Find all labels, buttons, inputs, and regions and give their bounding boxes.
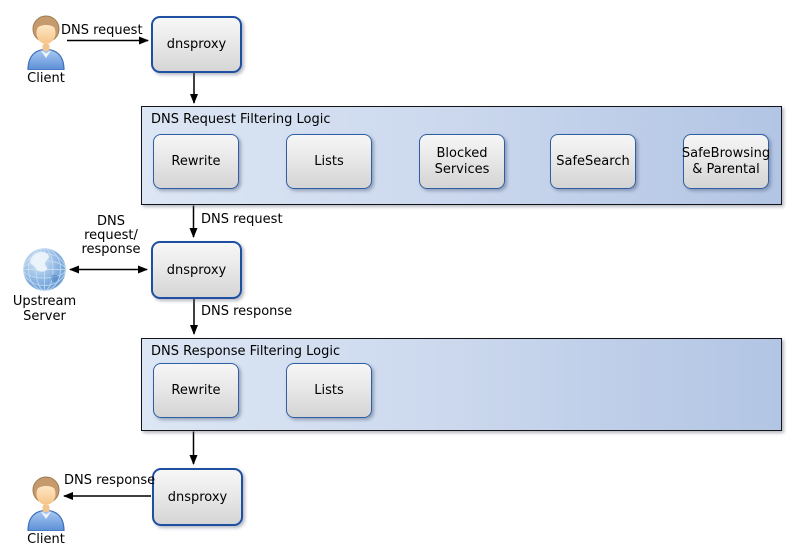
edge-label-dns-request-response: DNS request/ response — [81, 214, 141, 257]
person-icon — [27, 476, 65, 532]
dns-request-filtering-title: DNS Request Filtering Logic — [151, 112, 331, 127]
filter-box-label: SafeBrowsing & Parental — [681, 145, 771, 177]
filter-box-rewrite-response: Rewrite — [153, 363, 239, 418]
filter-box-label: Rewrite — [171, 153, 221, 169]
filter-box-blocked-services: Blocked Services — [419, 134, 505, 189]
dns-response-filtering-title: DNS Response Filtering Logic — [151, 344, 341, 359]
dnsproxy-top-box: dnsproxy — [151, 16, 242, 73]
dnsproxy-top-label: dnsproxy — [166, 37, 227, 52]
filter-box-label: Blocked Services — [434, 145, 490, 177]
filter-box-safebrowsing-parental: SafeBrowsing & Parental — [681, 134, 771, 189]
filter-box-safesearch: SafeSearch — [550, 134, 636, 189]
dnsproxy-bottom-label: dnsproxy — [167, 489, 228, 505]
dns-response-filtering-container: DNS Response Filtering Logic Rewrite Lis… — [141, 338, 782, 431]
client-bottom-node — [24, 474, 68, 532]
edge-label-dns-response-mid: DNS response — [201, 304, 293, 319]
filter-box-lists-response: Lists — [286, 363, 372, 418]
filter-box-rewrite-request: Rewrite — [153, 134, 239, 189]
dnsproxy-mid-box: dnsproxy — [151, 241, 242, 299]
dns-request-filtering-container: DNS Request Filtering Logic Rewrite List… — [141, 106, 782, 205]
globe-icon — [23, 248, 66, 291]
filter-box-label: SafeSearch — [556, 153, 630, 169]
filter-box-label: Lists — [314, 382, 344, 398]
edge-label-dns-request-top: DNS request — [61, 23, 143, 38]
upstream-server-label: Upstream Server — [12, 294, 77, 324]
dnsproxy-mid-label: dnsproxy — [166, 262, 227, 278]
filter-box-label: Lists — [314, 153, 344, 169]
client-top-node — [24, 13, 68, 71]
filter-box-label: Rewrite — [171, 382, 221, 398]
client-top-label: Client — [27, 71, 65, 86]
person-icon — [27, 15, 65, 71]
client-bottom-label: Client — [27, 532, 65, 547]
dnsproxy-bottom-box: dnsproxy — [152, 468, 243, 526]
upstream-server-node — [22, 247, 67, 292]
edge-label-dns-response-bottom: DNS response — [64, 473, 156, 488]
filter-box-lists-request: Lists — [286, 134, 372, 189]
edge-label-dns-request-mid: DNS request — [201, 212, 283, 227]
